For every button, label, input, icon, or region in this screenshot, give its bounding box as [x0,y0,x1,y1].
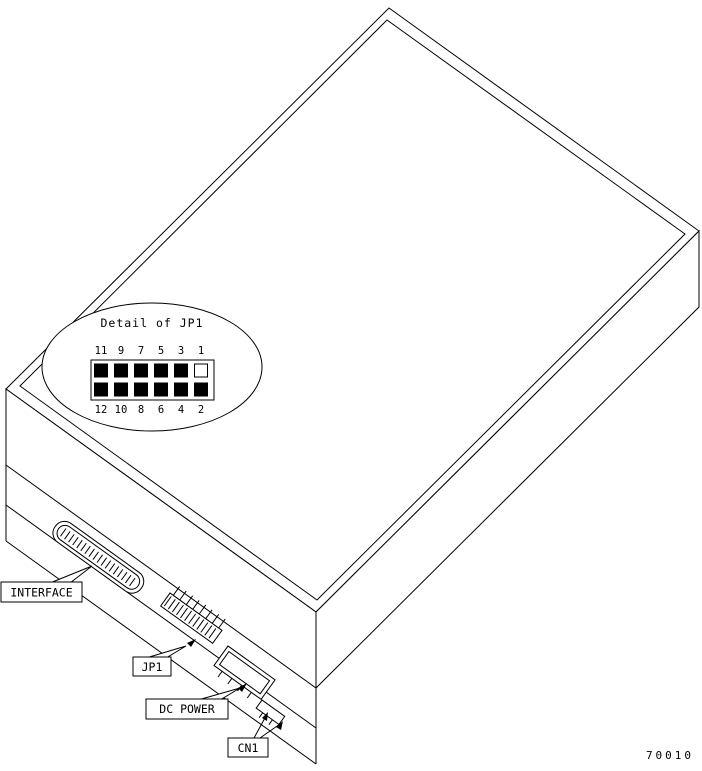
detail-pin-grid-outline [90,359,215,401]
dc-power-leader [197,687,241,701]
detail-pin-square-4 [174,382,188,397]
detail-pin-number: 6 [158,404,164,416]
interface-leader [49,565,93,584]
cn1-connector-body [255,699,286,726]
jp1-connector-pins [172,586,226,629]
detail-pin-number: 2 [198,404,204,416]
dc-power-label-box [145,698,229,720]
dc-power-connector-inner [218,650,271,695]
jp1-detail-balloon: Detail of JP1 11 9 7 5 3 1 [41,302,263,432]
jp1-leader [145,645,187,659]
interface-callout: INTERFACE [0,565,93,603]
interface-connector-inner [56,524,141,590]
detail-pin-number: 3 [178,345,184,357]
interface-connector-pins [60,528,136,587]
detail-pin-square-11 [94,363,108,378]
detail-pin-square-9 [114,363,128,378]
cn1-leader-1 [253,715,267,739]
detail-pin-square-1 [194,363,208,378]
detail-pin-number: 9 [118,345,124,357]
detail-pin-square-7 [134,363,148,378]
jp1-arrowhead [187,639,196,647]
detail-bottom-pin-numbers: 12 10 8 6 4 2 [95,404,204,416]
detail-pin-number: 1 [198,345,204,357]
jp1-connector [159,586,226,645]
dc-power-label: DC POWER [159,702,214,716]
cn1-leader-2 [259,723,281,739]
detail-pin-number: 11 [95,345,108,357]
detail-pin-number: 10 [115,404,128,416]
jp1-connector-hatch [163,596,217,639]
dc-power-connector-pins [217,671,252,699]
jp1-callout: JP1 [132,639,196,677]
detail-title: Detail of JP1 [100,316,203,330]
dc-power-connector-body [213,645,276,701]
detail-pin-square-3 [174,363,188,378]
detail-pin-square-5 [154,363,168,378]
jp1-connector-body [159,592,223,645]
figure-number: 70010 [646,749,694,762]
detail-ellipse [41,302,263,432]
interface-label-box [0,581,83,603]
detail-pin-number: 8 [138,404,144,416]
jp1-label-box [132,656,172,677]
interface-connector [52,520,145,594]
dc-power-callout: DC POWER [145,683,247,720]
cn1-connector [255,699,286,726]
cn1-connector-pins [258,712,273,725]
detail-pin-square-12 [94,382,108,397]
detail-pin-square-2 [194,382,208,397]
cn1-arrowhead-1 [262,712,268,721]
jp1-label: JP1 [142,660,163,674]
device-body [5,7,700,765]
cn1-label-box [227,737,269,758]
chassis-edge-lower [5,540,317,765]
dc-power-connector [213,645,276,701]
cn1-callout: CN1 [227,712,283,758]
detail-pin-number: 7 [138,345,144,357]
cn1-label: CN1 [238,741,259,755]
top-face-inner-rim [19,19,686,601]
detail-top-pin-numbers: 11 9 7 5 3 1 [95,345,204,357]
dc-power-arrowhead [238,683,247,692]
detail-pin-number: 5 [158,345,164,357]
interface-label: INTERFACE [10,586,72,600]
detail-pin-square-8 [134,382,148,397]
detail-pin-number: 12 [95,404,108,416]
detail-pin-number: 4 [178,404,184,416]
detail-pin-square-10 [114,382,128,397]
cn1-arrowhead-2 [276,721,283,730]
detail-pin-grid [90,359,215,401]
detail-pin-square-6 [154,382,168,397]
